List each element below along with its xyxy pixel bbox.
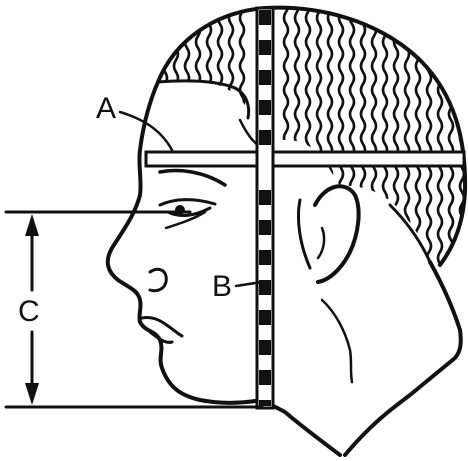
hair-strand: [449, 0, 453, 276]
callout-b: B: [212, 270, 262, 303]
label-b: B: [212, 270, 232, 303]
neck-shoulders: [262, 262, 461, 455]
strip-segment: [259, 370, 271, 385]
arrowhead-down-icon: [25, 383, 39, 405]
hair-strand: [218, 0, 222, 276]
hair-region: [158, 0, 465, 276]
hair-strand: [196, 0, 200, 276]
strip-segment: [259, 70, 271, 85]
hair-strand: [306, 0, 310, 276]
hair-strand: [229, 0, 233, 276]
headband: [146, 152, 464, 166]
label-a: A: [96, 92, 116, 125]
hair-strand: [240, 0, 244, 276]
strip-segment: [259, 400, 271, 406]
label-c: C: [18, 295, 40, 328]
strip-segment: [259, 340, 271, 355]
hair-strand: [383, 0, 387, 276]
hair-strand: [295, 0, 299, 276]
strip-segment: [259, 130, 271, 145]
hair-strand: [339, 0, 343, 276]
hair-strand: [317, 0, 321, 276]
hair-strand: [328, 0, 332, 276]
hair-strand: [284, 0, 288, 276]
vertical-measure-strip: [257, 8, 273, 408]
hair-strand: [405, 0, 409, 276]
hair-strand: [416, 0, 420, 276]
hair-strands: [163, 0, 464, 276]
hair-strand: [361, 0, 365, 276]
strip-segment: [259, 100, 271, 115]
hair-strand: [427, 0, 431, 276]
head-profile: [108, 82, 262, 403]
hair-strand: [174, 0, 178, 276]
strip-segment: [259, 220, 271, 235]
hair-strand: [207, 0, 211, 276]
callout-a: A: [96, 92, 172, 150]
strip-segment: [259, 190, 271, 205]
hair-strand: [438, 0, 442, 276]
strip-segment: [259, 310, 271, 325]
arrowhead-up-icon: [25, 214, 39, 236]
dimension-c: C: [6, 212, 262, 407]
ear: [298, 186, 358, 282]
strip-segment: [259, 40, 271, 55]
hair-strand: [350, 0, 354, 276]
strip-segment: [259, 250, 271, 265]
strip-segment: [259, 10, 271, 25]
hair-strand: [372, 0, 376, 276]
